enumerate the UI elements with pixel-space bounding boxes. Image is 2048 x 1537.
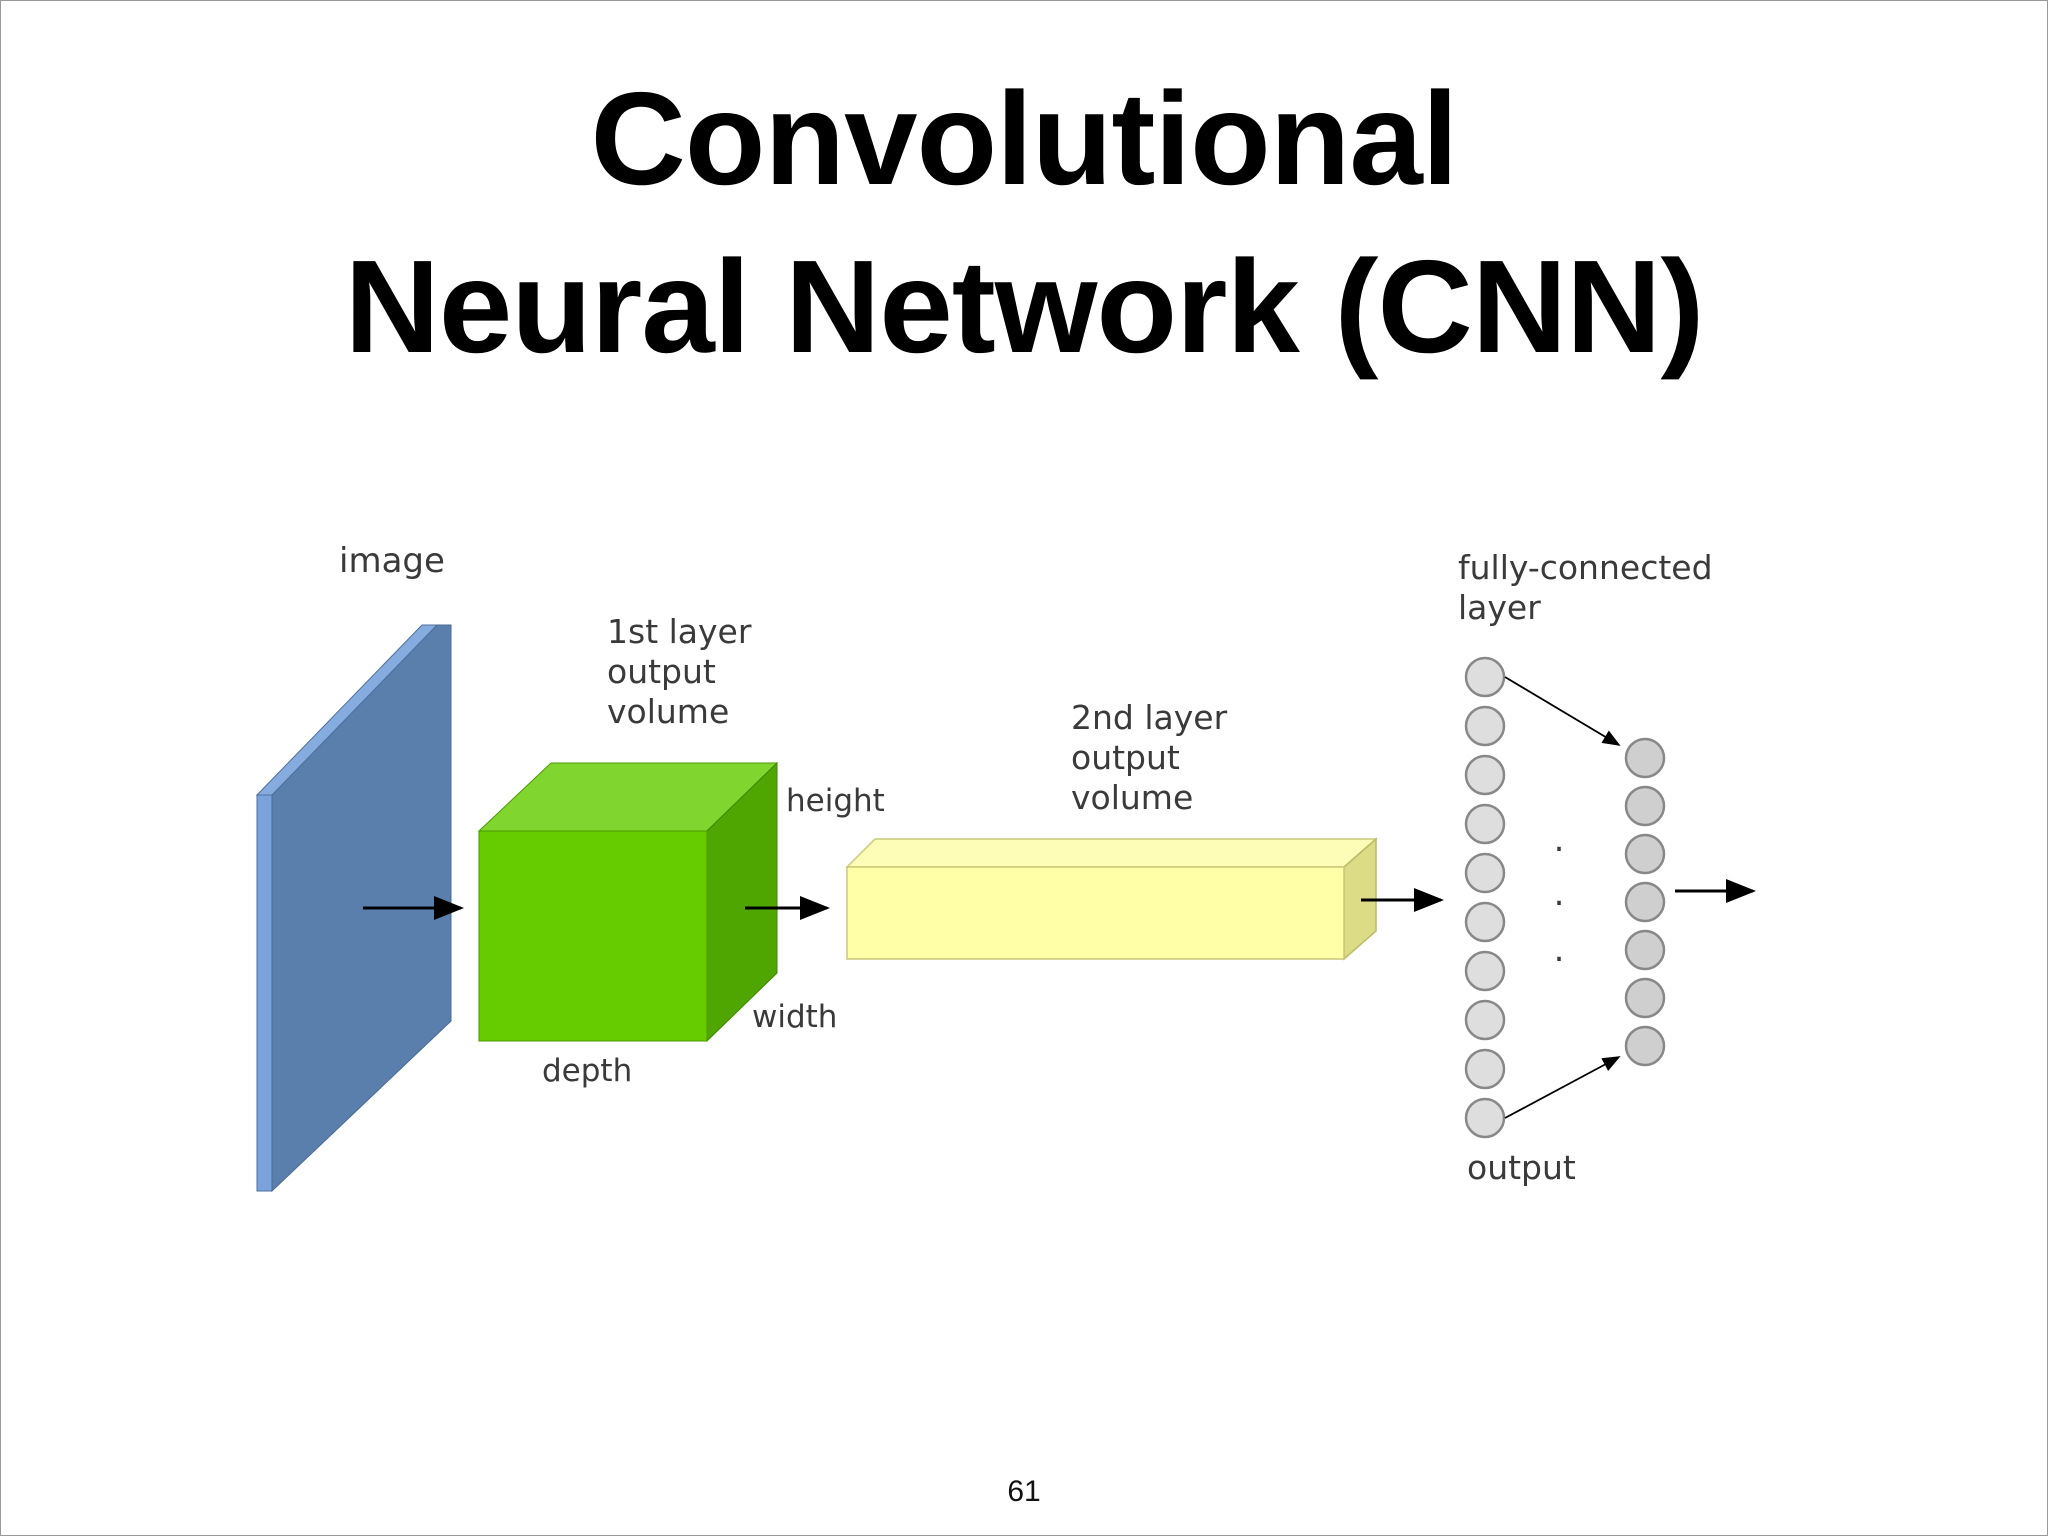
image-label: image: [339, 541, 445, 581]
fc-input-neuron-5: [1464, 852, 1506, 894]
layer2-bar-front: [846, 866, 1345, 960]
height-label: height: [786, 783, 885, 819]
layer1-label-line1: 1st layer: [607, 612, 752, 651]
fc-input-neuron-3: [1464, 754, 1506, 796]
fc-input-neuron-6: [1464, 901, 1506, 943]
layer2-bar: [845, 837, 1378, 961]
image-plane-side: [256, 794, 273, 1192]
fc-output-neuron-6: [1624, 977, 1666, 1019]
layer2-label-line3: volume: [1071, 778, 1193, 817]
fc-output-neuron-2: [1624, 785, 1666, 827]
layer2-bar-top: [845, 838, 1378, 868]
layer1-cube-front: [478, 830, 708, 1042]
depth-label: depth: [542, 1053, 632, 1089]
fc-column-output: [1624, 737, 1666, 1067]
image-plane: [255, 624, 452, 1193]
layer1-label-line3: volume: [607, 692, 729, 731]
slide-title-line2: Neural Network (CNN): [344, 233, 1705, 380]
fc-input-neuron-7: [1464, 950, 1506, 992]
layer2-label-line2: output: [1071, 738, 1180, 777]
fc-output-neuron-1: [1624, 737, 1666, 779]
fc-output-neuron-7: [1624, 1025, 1666, 1067]
layer2-label-line1: 2nd layer: [1071, 698, 1228, 737]
fc-label-line2: layer: [1458, 588, 1541, 627]
fc-input-neuron-8: [1464, 999, 1506, 1041]
fc-column-input: [1464, 656, 1506, 1139]
image-plane-edge: [255, 624, 439, 796]
fc-output-neuron-4: [1624, 881, 1666, 923]
output-label: output: [1467, 1148, 1576, 1187]
fc-input-neuron-9: [1464, 1048, 1506, 1090]
fc-label-line1: fully-connected: [1458, 548, 1713, 587]
fc-output-neuron-3: [1624, 833, 1666, 875]
fc-input-neuron-10: [1464, 1097, 1506, 1139]
layer1-label-line2: output: [607, 652, 716, 691]
layer1-cube: [477, 761, 779, 1043]
width-label: width: [752, 999, 837, 1035]
fc-input-neuron-4: [1464, 803, 1506, 845]
fc-output-neuron-5: [1624, 929, 1666, 971]
fc-dot-3: .: [1554, 930, 1565, 970]
slide-title-line1: Convolutional: [590, 65, 1459, 212]
fc-input-neuron-2: [1464, 705, 1506, 747]
fc-input-neuron-1: [1464, 656, 1506, 698]
fc-arrow-top: [1504, 676, 1621, 746]
fc-dot-2: .: [1554, 874, 1565, 914]
page-number: 61: [1007, 1475, 1041, 1508]
fc-dot-1: .: [1554, 820, 1565, 860]
fc-arrow-bottom: [1504, 1056, 1621, 1119]
